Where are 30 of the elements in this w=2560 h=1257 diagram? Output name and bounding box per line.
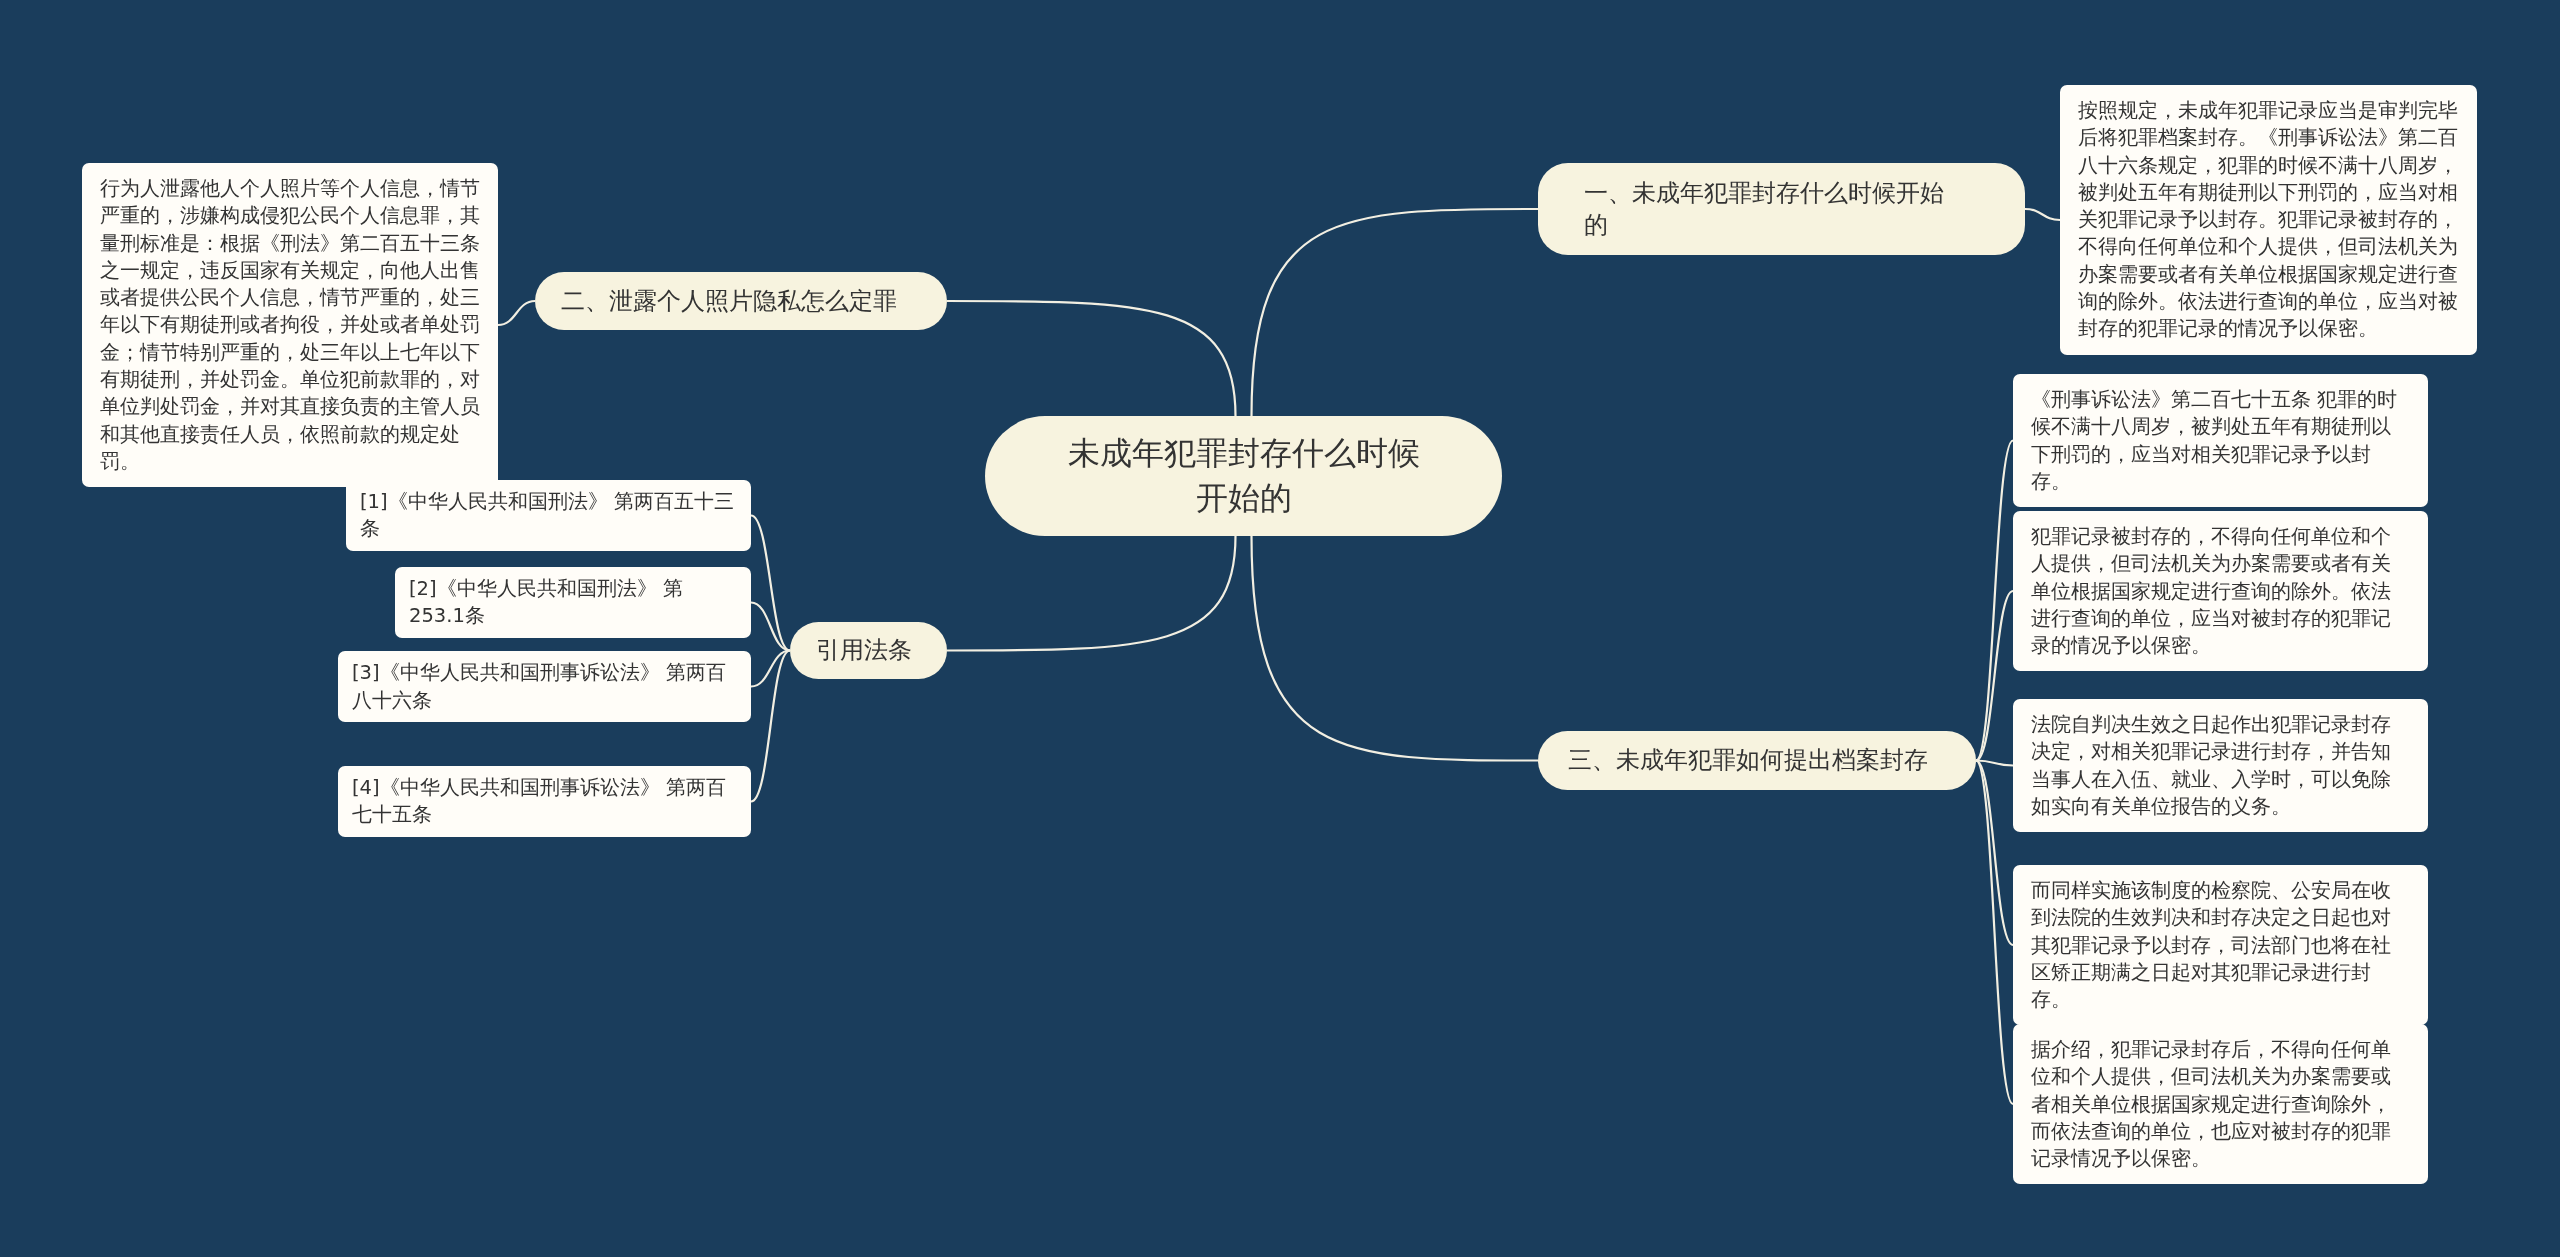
topic-pill: 三、未成年犯罪如何提出档案封存 [1538,731,1976,790]
connector-line [947,535,1237,652]
connector-line [1250,535,1538,762]
connector-line [1975,590,2014,762]
connector-line [497,299,536,327]
note-card: 按照规定，未成年犯罪记录应当是审判完毕后将犯罪档案封存。《刑事诉讼法》第二百八十六条规定，犯罪的时候不满十八周岁，被判处五年有期徒刑以下刑罚的，应当对相关犯罪记录予以封存。犯罪记录被封存的，不得向任何单位和个人提供，但司法机关为办案需要或者有关单位根据国家规定进行查询的除外。依法进行查询的单位，应当对被封存的犯罪记录的情况予以保密。 [2060,85,2477,355]
connector-line [1975,439,2014,762]
reference-card: [4]《中华人民共和国刑事诉讼法》 第两百七十五条 [338,766,751,837]
central-topic-pill: 未成年犯罪封存什么时候开始的 [985,416,1502,536]
note-card: 据介绍，犯罪记录封存后，不得向任何单位和个人提供，但司法机关为办案需要或者相关单位根据国家规定进行查询除外，而依法查询的单位，也应对被封存的犯罪记录情况予以保密。 [2013,1024,2428,1185]
topic-pill: 一、未成年犯罪封存什么时候开始的 [1538,163,2025,255]
note-card: 行为人泄露他人个人照片等个人信息，情节严重的，涉嫌构成侵犯公民个人信息罪，其量刑标准是：根据《刑法》第二百五十三条之一规定，违反国家有关规定，向他人出售或者提供公民个人信息，情节严重的，处三年以下有期徒刑或者拘役，并处或者单处罚金；情节特别严重的，处三年以上七年以下有期徒刑，并处罚金。单位犯前款罪的，对单位判处罚金，并对其直接负责的主管人员和其他直接责任人员，依照前款的规定处罚。 [82,163,498,488]
note-card: 犯罪记录被封存的，不得向任何单位和个人提供，但司法机关为办案需要或者有关单位根据国家规定进行查询的除外。依法进行查询的单位，应当对被封存的犯罪记录的情况予以保密。 [2013,511,2428,672]
topic-pill: 引用法条 [790,622,947,679]
note-card: 《刑事诉讼法》第二百七十五条 犯罪的时候不满十八周岁，被判处五年有期徒刑以下刑罚的，应当对相关犯罪记录予以封存。 [2013,374,2428,508]
note-card: 而同样实施该制度的检察院、公安局在收到法院的生效判决和封存决定之日起也对其犯罪记录予以封存，司法部门也将在社区矫正期满之日起对其犯罪记录进行封存。 [2013,865,2428,1026]
connector-line [947,299,1237,417]
reference-card: [1]《中华人民共和国刑法》 第两百五十三条 [346,480,751,551]
connector-line [1975,759,2014,1105]
connector-line [1975,759,2014,946]
connector-line [750,514,791,652]
connector-line [1250,207,1538,417]
connector-line [2024,207,2061,222]
reference-card: [3]《中华人民共和国刑事诉讼法》 第两百八十六条 [338,651,751,722]
connector-line [750,601,791,652]
topic-pill: 二、泄露个人照片隐私怎么定罪 [535,272,947,330]
reference-card: [2]《中华人民共和国刑法》 第253.1条 [395,567,751,638]
note-card: 法院自判决生效之日起作出犯罪记录封存决定，对相关犯罪记录进行封存，并告知当事人在入伍、就业、入学时，可以免除如实向有关单位报告的义务。 [2013,699,2428,833]
connector-line [750,649,791,803]
connector-line [1975,759,2014,767]
